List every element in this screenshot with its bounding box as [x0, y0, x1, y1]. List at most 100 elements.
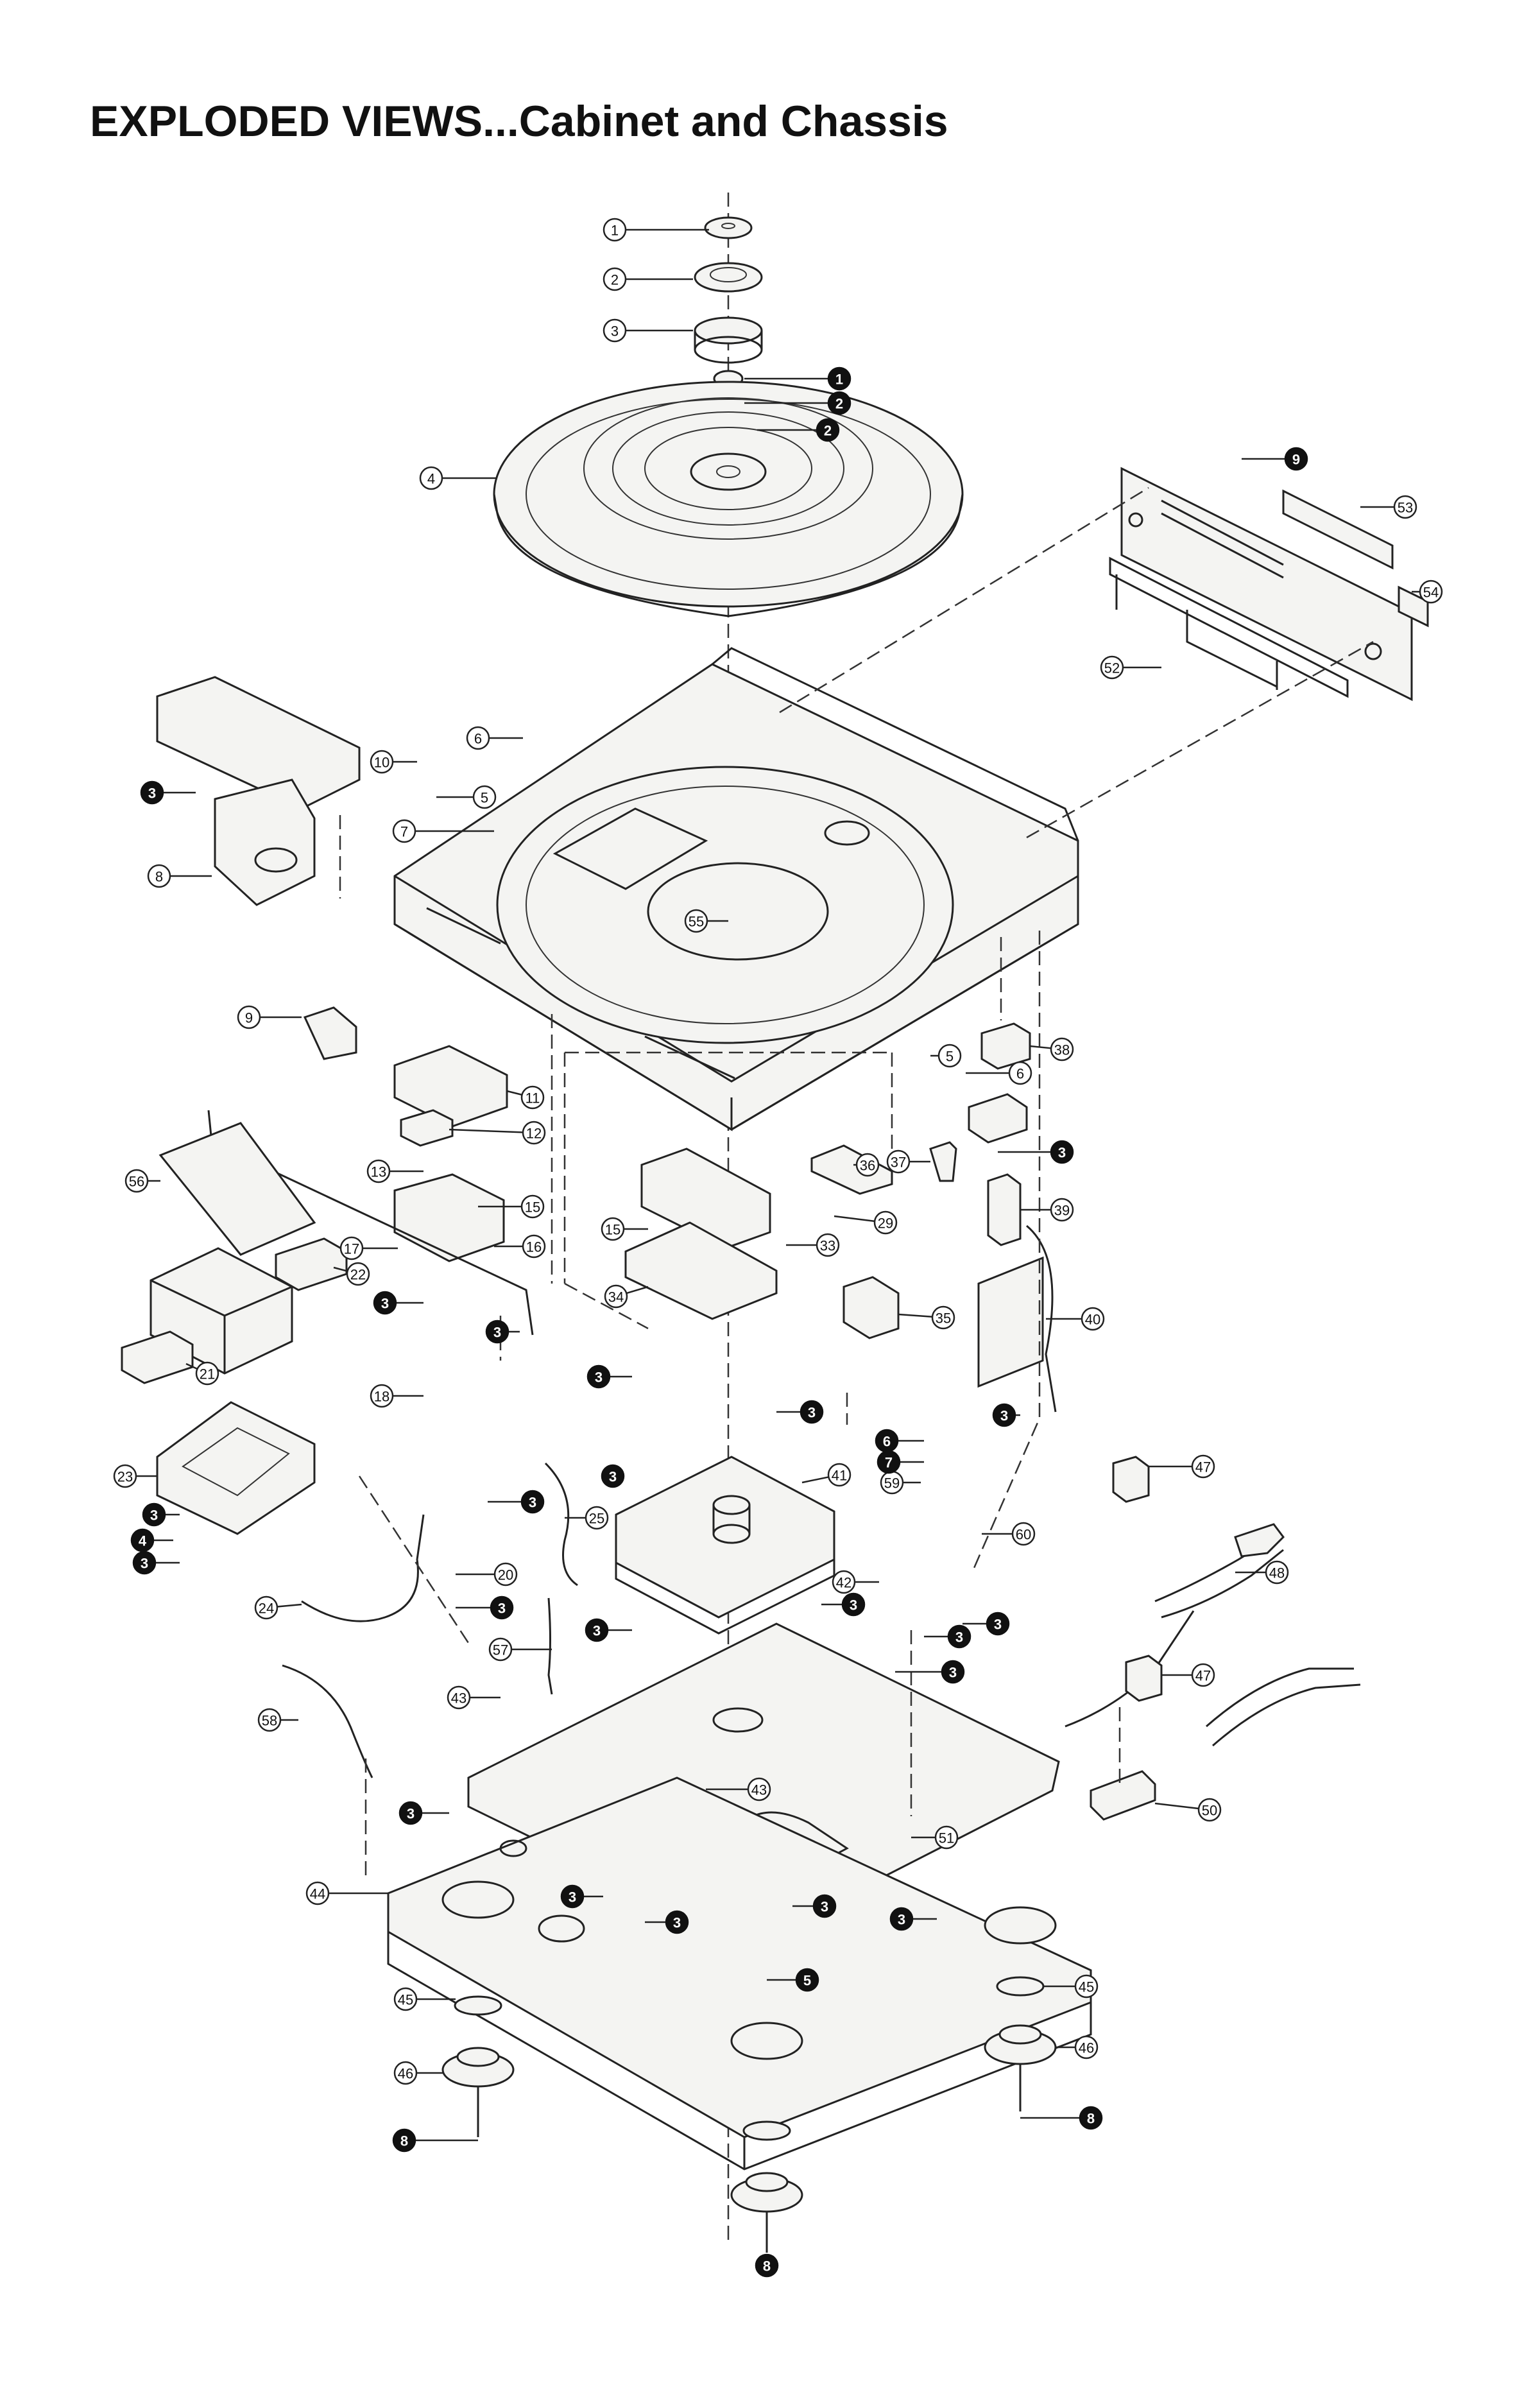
callout-number: 47 — [1195, 1459, 1211, 1475]
callout-s3c: 3 — [486, 1321, 520, 1343]
callout-number: 50 — [1202, 1803, 1217, 1819]
callout-number: 3 — [609, 1469, 617, 1485]
callout-s3l: 3 — [821, 1594, 864, 1615]
leader-line — [449, 1130, 523, 1132]
callout-s3m: 3 — [924, 1626, 970, 1647]
leader-line — [1155, 1803, 1199, 1809]
callout-number: 4 — [427, 471, 435, 487]
callout-c47a: 47 — [1149, 1456, 1214, 1477]
callout-c2: 2 — [604, 268, 693, 290]
callout-number: 53 — [1398, 500, 1413, 516]
callout-number: 58 — [262, 1713, 277, 1729]
callout-number: 29 — [878, 1216, 893, 1232]
callout-number: 51 — [939, 1830, 954, 1846]
callout-c40: 40 — [1046, 1308, 1104, 1330]
callout-number: 3 — [1058, 1145, 1066, 1161]
callout-c5b: 5 — [930, 1045, 961, 1067]
callout-s3b: 3 — [374, 1292, 424, 1314]
callout-c37: 37 — [887, 1151, 930, 1173]
callout-c23: 23 — [114, 1465, 157, 1487]
callout-s8c: 8 — [756, 2255, 778, 2276]
callout-c1: 1 — [604, 219, 709, 241]
callout-number: 3 — [808, 1405, 816, 1421]
callout-c46a: 46 — [395, 2062, 443, 2084]
callout-number: 3 — [994, 1617, 1002, 1633]
callout-c12: 12 — [449, 1122, 545, 1144]
callout-c9: 9 — [238, 1006, 302, 1028]
right-side-parts — [930, 1024, 1056, 1412]
callout-number: 3 — [498, 1601, 506, 1617]
callout-s3q: 3 — [400, 1802, 449, 1824]
callout-number: 11 — [526, 1090, 540, 1106]
callout-number: 42 — [836, 1575, 851, 1591]
callout-c44: 44 — [307, 1882, 388, 1904]
callout-number: 3 — [821, 1899, 828, 1915]
platter — [494, 382, 963, 616]
callout-number: 3 — [898, 1912, 905, 1928]
callout-c3: 3 — [604, 320, 693, 341]
callout-number: 60 — [1016, 1527, 1031, 1543]
callout-s4: 4 — [132, 1529, 173, 1551]
callout-c6a: 6 — [467, 727, 523, 749]
callout-c50: 50 — [1155, 1799, 1220, 1821]
callout-number: 24 — [259, 1601, 274, 1617]
callout-number: 46 — [1079, 2040, 1094, 2056]
callout-number: 7 — [400, 824, 408, 840]
callout-number: 45 — [398, 1992, 413, 2008]
callout-number: 46 — [398, 2066, 413, 2082]
callout-number: 1 — [611, 223, 619, 239]
leader-line — [1030, 1046, 1051, 1048]
callout-number: 3 — [150, 1508, 158, 1524]
callout-c47b: 47 — [1161, 1664, 1214, 1686]
callout-number: 17 — [344, 1241, 359, 1257]
callout-number: 21 — [200, 1366, 215, 1382]
callout-number: 34 — [608, 1289, 624, 1305]
callout-number: 5 — [946, 1049, 954, 1065]
callout-number: 3 — [407, 1806, 415, 1822]
callout-number: 12 — [526, 1126, 542, 1142]
callout-number: 8 — [763, 2258, 771, 2274]
callout-number: 5 — [803, 1973, 811, 1989]
callout-c21: 21 — [186, 1363, 218, 1384]
callout-c17: 17 — [341, 1237, 398, 1259]
callout-number: 37 — [891, 1155, 906, 1171]
rear-panel-assembly — [1110, 469, 1428, 700]
callout-number: 3 — [595, 1370, 603, 1386]
callout-number: 23 — [117, 1469, 133, 1485]
callout-number: 9 — [245, 1010, 253, 1026]
callout-s7: 7 — [878, 1451, 924, 1473]
transformer-block — [122, 1239, 346, 1534]
callout-number: 3 — [569, 1889, 576, 1905]
callout-number: 1 — [835, 372, 843, 388]
callout-number: 13 — [371, 1164, 386, 1180]
callout-number: 36 — [860, 1158, 875, 1174]
callout-number: 44 — [310, 1886, 325, 1902]
callout-number: 20 — [498, 1567, 513, 1583]
callout-number: 6 — [474, 731, 482, 747]
callout-s3f: 3 — [998, 1141, 1073, 1163]
callout-number: 8 — [400, 2133, 408, 2149]
callout-number: 2 — [824, 423, 832, 439]
callout-number: 33 — [820, 1238, 835, 1254]
callout-c41: 41 — [802, 1464, 850, 1486]
callout-c24: 24 — [255, 1597, 302, 1619]
callout-c42: 42 — [833, 1571, 879, 1593]
callout-c56: 56 — [126, 1170, 160, 1192]
callout-c39: 39 — [1020, 1199, 1073, 1221]
callout-c11: 11 — [507, 1087, 543, 1108]
callout-number: 3 — [529, 1495, 536, 1511]
callout-number: 45 — [1079, 1979, 1094, 1995]
callout-number: 4 — [139, 1533, 147, 1549]
callout-s3a: 3 — [141, 782, 196, 804]
callout-c4: 4 — [420, 467, 497, 489]
callout-s8a: 8 — [393, 2129, 478, 2151]
motor-cover-left — [157, 677, 359, 905]
callout-number: 35 — [936, 1311, 951, 1327]
callout-number: 3 — [673, 1915, 681, 1931]
callout-c58: 58 — [259, 1709, 298, 1731]
callout-number: 8 — [1087, 2111, 1095, 2127]
callout-number: 55 — [689, 914, 704, 930]
callout-s3g: 3 — [993, 1404, 1020, 1426]
callout-s6: 6 — [876, 1430, 924, 1452]
